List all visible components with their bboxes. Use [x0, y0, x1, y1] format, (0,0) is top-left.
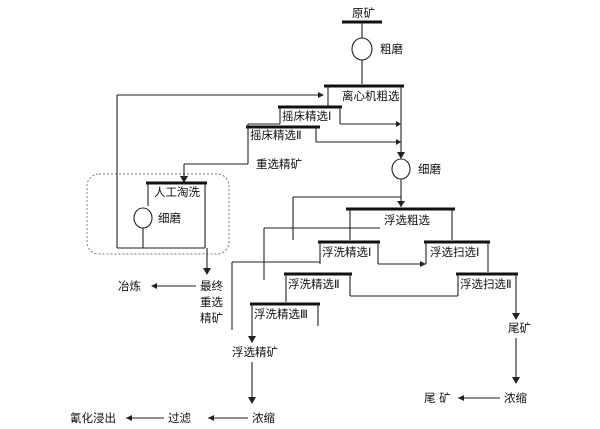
arrow-to-filter [208, 415, 214, 421]
label-filter: 过滤 [168, 411, 191, 425]
label-final-gravity-2: 重选 [200, 295, 223, 309]
label-fine-grind-2: 细磨 [158, 211, 181, 225]
arrow-to-thicken-1 [512, 377, 520, 384]
label-final-gravity-3: 精矿 [200, 311, 223, 325]
arrow-to-flot-conc [248, 336, 256, 343]
label-flot-clean-2: 浮洗精选Ⅱ [288, 277, 340, 291]
label-flot-clean-3: 浮洗精选Ⅲ [254, 307, 308, 321]
label-cyanide-leach: 氰化浸出 [70, 411, 116, 425]
label-flot-scav-1: 浮选扫选Ⅰ [430, 245, 479, 259]
label-gravity-conc: 重选精矿 [256, 157, 302, 171]
label-manual-pan: 人工淘洗 [154, 185, 200, 199]
label-flot-clean-1: 浮洗精选Ⅰ [322, 245, 371, 259]
arrow-return-to-centrifuge [318, 92, 324, 98]
label-tailings-2: 尾 矿 [424, 391, 451, 405]
arrow-to-final-tails [458, 395, 464, 401]
arrow-to-thicken-2 [248, 397, 256, 404]
label-centrifuge-rough: 离心机粗选 [342, 89, 400, 103]
arrow-to-tailings [512, 313, 520, 320]
label-flot-conc: 浮选精矿 [232, 345, 278, 359]
label-flot-scav-2: 浮选扫选Ⅱ [460, 277, 512, 291]
coarse-mill-symbol [351, 37, 373, 61]
label-final-gravity-1: 最终 [200, 279, 223, 293]
label-coarse-grind: 粗磨 [380, 42, 403, 56]
arrow-to-leach [126, 415, 132, 421]
fine-mill-symbol [391, 158, 411, 180]
label-thicken-2: 浓缩 [252, 411, 275, 425]
label-table-clean-1: 摇床精选Ⅰ [282, 109, 331, 123]
label-tailings-1: 尾矿 [508, 321, 531, 335]
label-flot-rough: 浮选粗选 [384, 213, 430, 227]
label-raw-ore: 原矿 [352, 6, 375, 20]
label-thicken-1: 浓缩 [504, 391, 527, 405]
arrow-to-smelting [151, 283, 157, 289]
arrow-recycle-down [397, 201, 405, 207]
arrow-to-panning [180, 176, 188, 183]
arrow-table1-tails [396, 121, 401, 127]
panning-enclosure [86, 173, 230, 255]
arrow-table2-tails [396, 139, 401, 145]
arrow-to-final-gravity [203, 268, 211, 275]
label-fine-grind: 细磨 [418, 162, 441, 176]
fine-mill-2-symbol [133, 207, 153, 229]
label-smelting: 冶炼 [118, 279, 141, 293]
label-table-clean-2: 摇床精选Ⅱ [250, 128, 302, 142]
arrow-scav1-in [420, 261, 426, 267]
arrow-to-fine-mill [397, 152, 405, 159]
